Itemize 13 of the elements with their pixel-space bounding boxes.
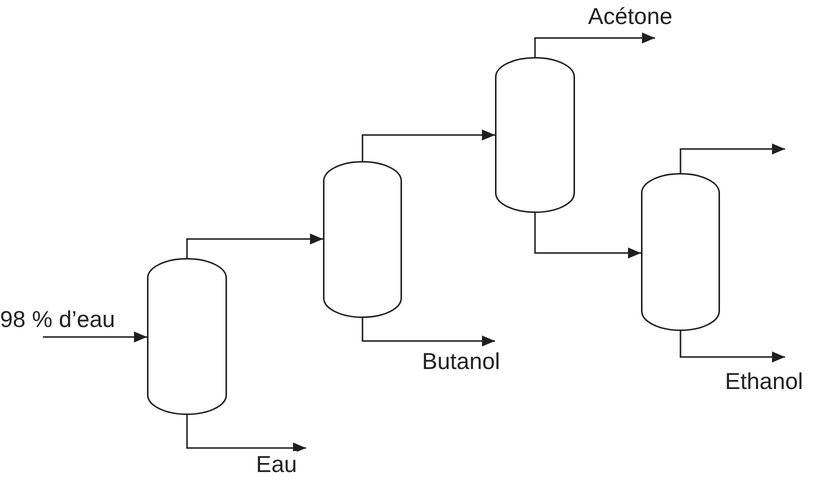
- flow-arrow: [362, 318, 495, 346]
- flow-arrow: [534, 213, 641, 258]
- distillation-column: [641, 173, 720, 331]
- distillation-column: [495, 57, 575, 213]
- flow-arrow: [43, 332, 147, 342]
- distillation-column: [323, 161, 402, 318]
- flow-arrow: [186, 234, 323, 258]
- distillation-column: [147, 258, 227, 415]
- flow-arrow: [534, 32, 655, 57]
- flow-arrow: [186, 415, 306, 454]
- flow-arrow: [680, 331, 785, 362]
- flow-arrow: [362, 130, 495, 161]
- flow-arrow: [680, 144, 785, 173]
